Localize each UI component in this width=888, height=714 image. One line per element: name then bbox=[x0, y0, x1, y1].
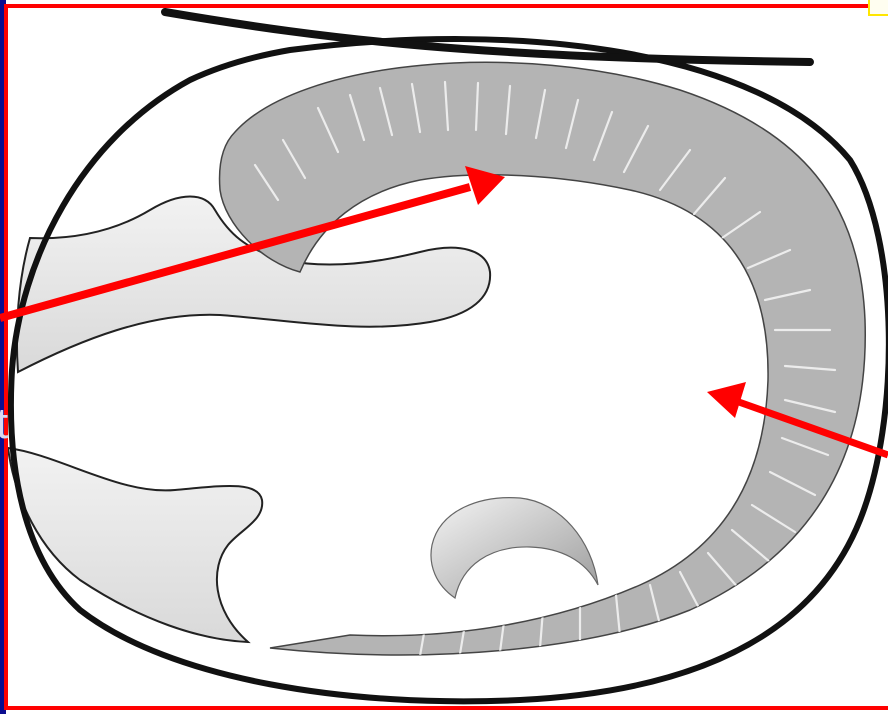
crescent-shape bbox=[431, 498, 598, 598]
clipped-text-fragment-left: t bbox=[0, 402, 8, 446]
gray-curved-band bbox=[220, 62, 866, 655]
left-lower-bone-lobe bbox=[8, 448, 262, 642]
corner-text-box bbox=[868, 0, 888, 16]
